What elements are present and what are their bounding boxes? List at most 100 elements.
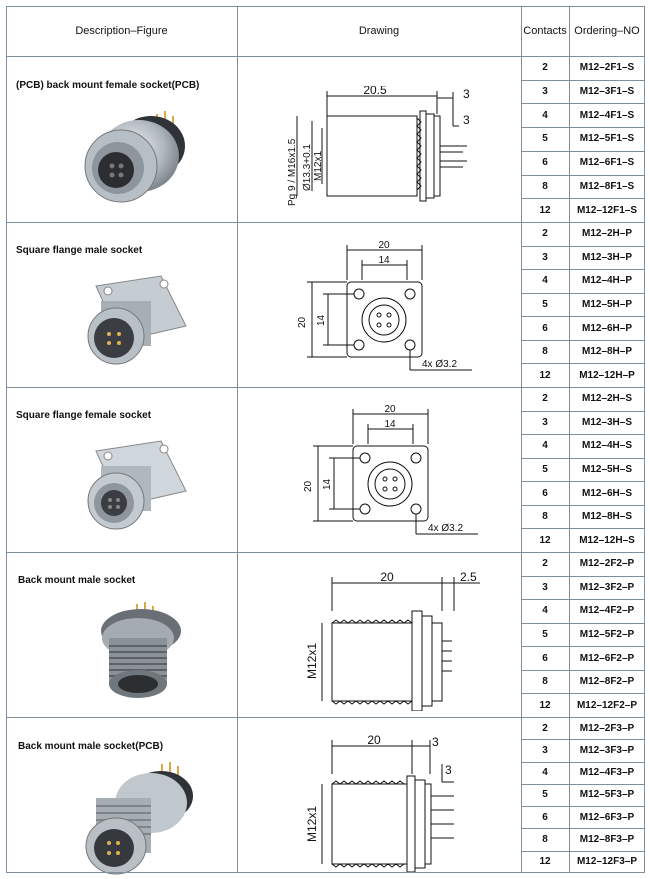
grid-line	[6, 56, 645, 57]
ordering-cell: M12–4F3–P	[579, 767, 635, 779]
dim-flange-height: 20	[303, 480, 314, 492]
grid-line	[521, 693, 645, 695]
grid-line	[521, 528, 645, 530]
product-photo-backmount-male	[101, 602, 181, 698]
contacts-cell: 8	[542, 346, 548, 358]
drawing-flange-male: 20 14 20 14 4x Ø3.2	[297, 240, 472, 371]
ordering-cell: M12–12F3–P	[576, 856, 638, 868]
product-photo-flange-male	[87, 275, 187, 365]
ordering-cell: M12–6F3–P	[579, 811, 635, 823]
grid-line	[521, 245, 645, 247]
grid-line	[521, 174, 645, 176]
grid-line	[521, 6, 522, 873]
ordering-cell: M12–5H–P	[581, 298, 633, 310]
dim-flange: 3	[432, 735, 439, 749]
grid-line	[521, 410, 645, 412]
dim-hole-spacing-v: 14	[316, 314, 327, 326]
contacts-cell: 8	[542, 676, 548, 688]
dim-flange-height: 20	[297, 316, 308, 328]
ordering-cell: M12–5H–S	[581, 463, 633, 475]
section-description: Back mount male socket	[18, 575, 136, 586]
ordering-cell: M12–5F2–P	[579, 628, 635, 640]
grid-line	[521, 79, 645, 81]
contacts-cell: 5	[542, 133, 548, 145]
grid-line	[6, 6, 645, 7]
header-contacts: Contacts	[523, 25, 567, 37]
dim-thread-m12: M12x1	[313, 151, 324, 181]
contacts-cell: 4	[542, 275, 548, 287]
contacts-cell: 12	[539, 369, 551, 381]
contacts-cell: 2	[542, 722, 548, 734]
dim-length: 20	[367, 734, 381, 747]
contacts-cell: 8	[542, 834, 548, 846]
section-description: Back mount male socket(PCB)	[18, 741, 164, 752]
grid-line	[521, 103, 645, 105]
grid-line	[521, 269, 645, 271]
dim-thread: M12x1	[305, 643, 319, 679]
contacts-cell: 5	[542, 789, 548, 801]
ordering-cell: M12–3F2–P	[579, 581, 635, 593]
grid-line	[521, 599, 645, 601]
contacts-cell: 2	[542, 62, 548, 74]
dim-pin: 3	[463, 113, 470, 127]
grid-line	[521, 363, 645, 365]
ordering-cell: M12–2F3–P	[579, 722, 635, 734]
section-description: Square flange male socket	[16, 245, 143, 256]
dim-thread-pg: Pg 9 / M16x1.5	[287, 138, 298, 206]
grid-line	[521, 828, 645, 830]
ordering-cell: M12–8H–S	[581, 511, 633, 523]
grid-line	[521, 339, 645, 341]
ordering-cell: M12–5F3–P	[579, 789, 635, 801]
contacts-cell: 8	[542, 511, 548, 523]
contacts-cell: 6	[542, 157, 548, 169]
ordering-cell: M12–8F1–S	[579, 180, 635, 192]
grid-line	[521, 669, 645, 671]
ordering-cell: M12–6F1–S	[579, 157, 635, 169]
grid-line	[6, 552, 645, 553]
ordering-cell: M12–2F1–S	[579, 62, 635, 74]
contacts-cell: 12	[539, 856, 551, 868]
contacts-cell: 2	[542, 558, 548, 570]
dim-hole-spacing-v: 14	[322, 478, 333, 490]
contacts-cell: 2	[542, 228, 548, 240]
ordering-cell: M12–6H–P	[581, 322, 633, 334]
section-description: Square flange female socket	[16, 410, 152, 421]
ordering-cell: M12–3F1–S	[579, 86, 635, 98]
ordering-cell: M12–5F1–S	[579, 133, 635, 145]
contacts-cell: 12	[539, 204, 551, 216]
ordering-cell: M12–4F2–P	[579, 605, 635, 617]
dim-flange-width: 20	[384, 404, 396, 415]
ordering-cell: M12–4H–P	[581, 275, 633, 287]
grid-line	[6, 387, 645, 388]
grid-line	[521, 198, 645, 200]
ordering-cell: M12–4H–S	[581, 440, 633, 452]
contacts-cell: 5	[542, 628, 548, 640]
ordering-cell: M12–6F2–P	[579, 652, 635, 664]
grid-line	[237, 6, 238, 873]
product-photo-flange-female	[87, 440, 187, 530]
dim-holes: 4x Ø3.2	[428, 523, 463, 534]
grid-line	[521, 806, 645, 808]
grid-line	[521, 850, 645, 852]
contacts-cell: 4	[542, 605, 548, 617]
ordering-cell: M12–12H–P	[579, 369, 635, 381]
grid-line	[6, 717, 645, 718]
ordering-cell: M12–2F2–P	[579, 558, 635, 570]
grid-line	[521, 739, 645, 741]
dim-holes: 4x Ø3.2	[422, 359, 457, 370]
grid-line	[6, 872, 645, 873]
ordering-cell: M12–12H–S	[579, 534, 635, 546]
grid-line	[521, 575, 645, 577]
section-description: (PCB) back mount female socket(PCB)	[16, 80, 200, 91]
grid-line	[521, 316, 645, 318]
grid-line	[521, 783, 645, 785]
grid-line	[6, 6, 7, 873]
grid-line	[521, 292, 645, 294]
dim-hole-spacing: 14	[378, 255, 390, 266]
dim-length: 20.5	[363, 86, 387, 97]
contacts-cell: 6	[542, 652, 548, 664]
product-photo-backmount-male-pcb	[85, 762, 193, 875]
drawing-backmount-male-pcb: 20 3 3 M12x1	[305, 734, 454, 873]
dim-flange-width: 20	[378, 240, 390, 251]
grid-line	[521, 150, 645, 152]
